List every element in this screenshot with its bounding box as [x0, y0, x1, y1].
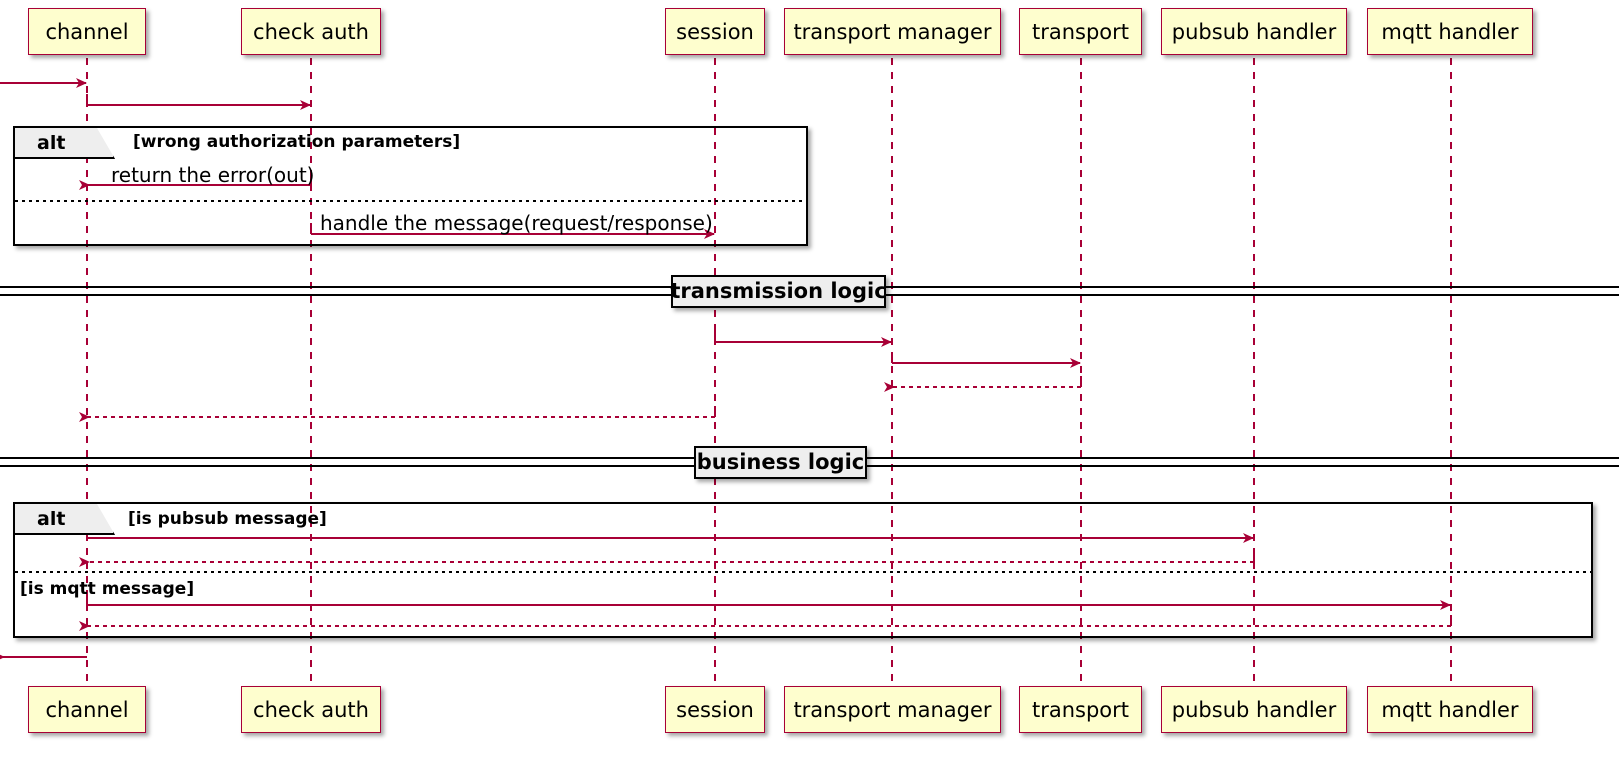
frame-condition-alt-message-routing-0: [is pubsub message] [128, 509, 327, 529]
frame-alt-message-routing [13, 502, 1593, 638]
divider-transmission-logic: transmission logic [670, 274, 887, 308]
message-msg-pubsub-to-channel [79, 551, 1255, 567]
message-msg-return-error [79, 174, 312, 190]
message-label-msg-return-error: return the error(out) [111, 163, 315, 187]
participant-header-transport[interactable]: transport [1019, 8, 1142, 55]
frame-operator-alt-message-routing: alt [15, 504, 115, 535]
message-msg-tm-to-transport [891, 352, 1081, 368]
participant-header-channel[interactable]: channel [28, 8, 146, 55]
participant-header-pubsub-handler[interactable]: pubsub handler [1161, 8, 1347, 55]
message-msg-session-to-channel [79, 406, 716, 422]
participant-footer-transport[interactable]: transport [1019, 686, 1142, 733]
frame-condition-alt-message-routing-1: [is mqtt message] [20, 579, 195, 599]
participant-footer-mqtt-handler[interactable]: mqtt handler [1367, 686, 1533, 733]
participant-footer-check-auth[interactable]: check auth [241, 686, 381, 733]
participant-header-transport-manager[interactable]: transport manager [784, 8, 1001, 55]
participant-footer-session[interactable]: session [665, 686, 765, 733]
message-msg-transport-to-tm [884, 376, 1082, 392]
participant-footer-channel[interactable]: channel [28, 686, 146, 733]
message-msg-channel-to-mqtt [86, 594, 1451, 610]
message-label-msg-handle-message: handle the message(request/response) [320, 211, 713, 235]
participant-footer-pubsub-handler[interactable]: pubsub handler [1161, 686, 1347, 733]
message-msg-mqtt-to-channel [79, 615, 1452, 631]
divider-business-logic: business logic [694, 445, 867, 479]
participant-footer-transport-manager[interactable]: transport manager [784, 686, 1001, 733]
message-msg-handle-message [310, 223, 715, 239]
message-msg-session-to-tm [714, 331, 892, 347]
frame-operator-alt-authorization: alt [15, 128, 115, 159]
participant-header-session[interactable]: session [665, 8, 765, 55]
frame-alt-authorization [13, 126, 808, 246]
participant-header-mqtt-handler[interactable]: mqtt handler [1367, 8, 1533, 55]
frame-condition-alt-authorization-0: [wrong authorization parameters] [133, 132, 461, 152]
message-msg-channel-to-checkauth [86, 94, 311, 110]
participant-header-check-auth[interactable]: check auth [241, 8, 381, 55]
